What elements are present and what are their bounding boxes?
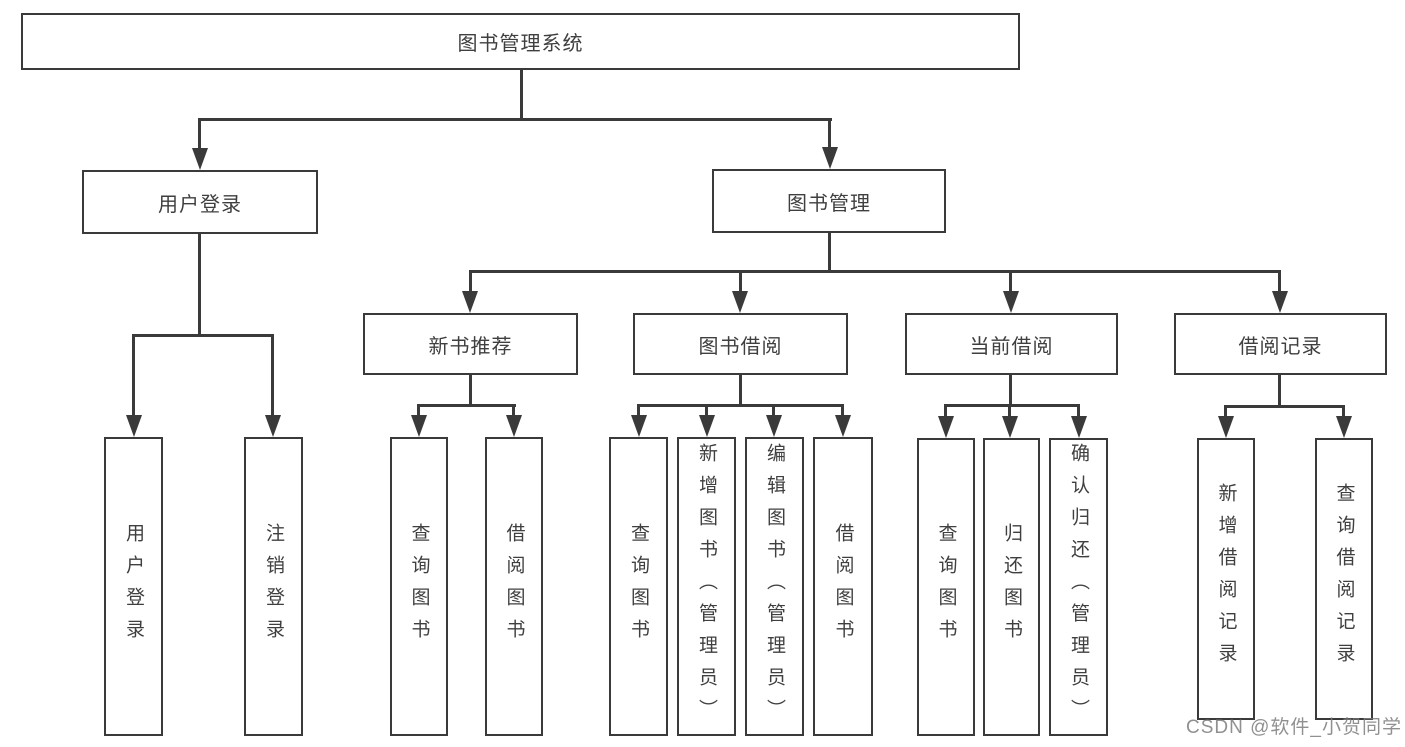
arrow-down-icon bbox=[938, 416, 954, 438]
connector-line bbox=[469, 270, 1281, 273]
arrow-down-icon bbox=[1002, 416, 1018, 438]
connector-line bbox=[772, 404, 775, 416]
connector-line bbox=[705, 404, 708, 416]
arrow-down-icon bbox=[1336, 416, 1352, 438]
connector-line bbox=[469, 375, 472, 406]
node-leaf-query-book-a: 查询图书 bbox=[390, 437, 448, 736]
arrow-down-icon bbox=[766, 415, 782, 437]
node-book-management: 图书管理 bbox=[712, 169, 946, 233]
connector-line bbox=[132, 334, 274, 337]
connector-line bbox=[198, 234, 201, 337]
node-leaf-return-book: 归还图书 bbox=[983, 438, 1040, 736]
node-book-borrow: 图书借阅 bbox=[633, 313, 848, 375]
arrow-down-icon bbox=[1218, 416, 1234, 438]
arrow-down-icon bbox=[1003, 291, 1019, 313]
connector-line bbox=[469, 270, 472, 292]
node-new-book-recommend: 新书推荐 bbox=[363, 313, 578, 375]
arrow-down-icon bbox=[411, 415, 427, 437]
connector-line bbox=[1278, 375, 1281, 407]
connector-line bbox=[828, 118, 831, 150]
connector-line bbox=[198, 118, 832, 121]
connector-line bbox=[944, 404, 947, 416]
arrow-down-icon bbox=[631, 415, 647, 437]
node-leaf-user-login: 用户登录 bbox=[104, 437, 163, 736]
connector-line bbox=[1224, 405, 1345, 408]
node-user-login: 用户登录 bbox=[82, 170, 318, 234]
connector-line bbox=[828, 233, 831, 273]
connector-line bbox=[944, 404, 1080, 407]
arrow-down-icon bbox=[699, 415, 715, 437]
connector-line bbox=[739, 270, 742, 292]
connector-line bbox=[520, 70, 523, 120]
connector-line bbox=[1224, 405, 1227, 417]
node-leaf-confirm-return: 确认归还（管理员） bbox=[1049, 438, 1108, 736]
connector-line bbox=[637, 404, 640, 416]
connector-line bbox=[1009, 270, 1012, 292]
arrow-down-icon bbox=[265, 415, 281, 437]
connector-line bbox=[198, 118, 201, 150]
arrow-down-icon bbox=[462, 291, 478, 313]
connector-line bbox=[1008, 404, 1011, 416]
arrow-down-icon bbox=[835, 415, 851, 437]
arrow-down-icon bbox=[506, 415, 522, 437]
watermark: CSDN @软件_小贺同学 bbox=[1186, 717, 1402, 738]
connector-line bbox=[417, 404, 420, 416]
arrow-down-icon bbox=[732, 291, 748, 313]
node-leaf-edit-book: 编辑图书（管理员） bbox=[745, 437, 804, 736]
node-leaf-add-book: 新增图书（管理员） bbox=[677, 437, 736, 736]
arrow-down-icon bbox=[1071, 416, 1087, 438]
node-borrow-record: 借阅记录 bbox=[1174, 313, 1387, 375]
node-leaf-add-record: 新增借阅记录 bbox=[1197, 438, 1255, 720]
node-leaf-borrow-book-a: 借阅图书 bbox=[485, 437, 543, 736]
connector-line bbox=[739, 375, 742, 406]
connector-line bbox=[271, 334, 274, 416]
arrow-down-icon bbox=[822, 147, 838, 169]
node-current-borrow: 当前借阅 bbox=[905, 313, 1118, 375]
connector-line bbox=[1077, 404, 1080, 416]
node-leaf-query-book-c: 查询图书 bbox=[917, 438, 975, 736]
node-leaf-query-book-b: 查询图书 bbox=[609, 437, 668, 736]
node-leaf-query-record: 查询借阅记录 bbox=[1315, 438, 1373, 720]
connector-line bbox=[637, 404, 844, 407]
node-root-system: 图书管理系统 bbox=[21, 13, 1020, 70]
arrow-down-icon bbox=[192, 148, 208, 170]
node-leaf-logout: 注销登录 bbox=[244, 437, 303, 736]
node-leaf-borrow-book-b: 借阅图书 bbox=[813, 437, 873, 736]
connector-line bbox=[1342, 405, 1345, 417]
arrow-down-icon bbox=[126, 415, 142, 437]
connector-line bbox=[1009, 375, 1012, 406]
connector-line bbox=[512, 404, 515, 416]
connector-line bbox=[1278, 270, 1281, 292]
connector-line bbox=[841, 404, 844, 416]
arrow-down-icon bbox=[1272, 291, 1288, 313]
connector-line bbox=[132, 334, 135, 416]
connector-line bbox=[417, 404, 516, 407]
